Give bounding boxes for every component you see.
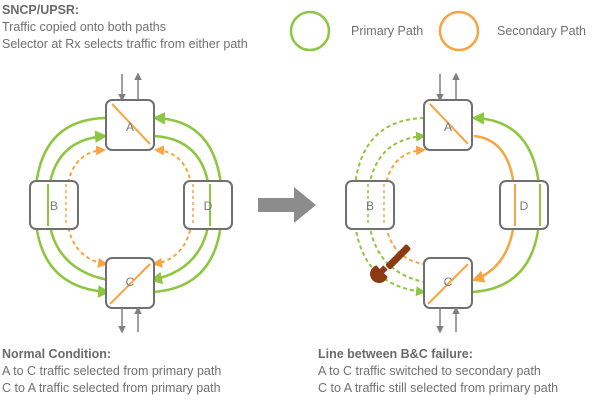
legend-secondary-label: Secondary Path (497, 24, 586, 38)
legend-secondary-swatch (438, 10, 480, 52)
right-caption-title: Line between B&C failure: (318, 347, 473, 361)
header-title: SNCP/UPSR: (2, 3, 80, 17)
left-ring: A B D C (29, 72, 233, 334)
header-line-1: Traffic copied onto both paths (2, 20, 166, 34)
left-node-b: B (29, 180, 79, 230)
left-node-d-label: D (204, 199, 213, 213)
right-node-d: D (499, 180, 549, 230)
left-caption-line-2: C to A traffic selected from primary pat… (2, 381, 221, 395)
header-line-2: Selector at Rx selects traffic from eith… (2, 37, 248, 51)
right-node-b-label: B (366, 199, 374, 213)
right-node-b: B (345, 180, 395, 230)
right-ring: A B D C (345, 72, 549, 334)
right-node-a: A (423, 72, 473, 151)
right-caption-line-2: C to A traffic still selected from prima… (318, 381, 559, 395)
left-node-d: D (183, 180, 233, 230)
right-node-d-label: D (520, 199, 529, 213)
right-node-a-label: A (444, 120, 452, 134)
right-node-c-label: C (444, 275, 453, 289)
left-node-c: C (105, 257, 155, 334)
left-node-a: A (105, 72, 155, 151)
wrench-icon (370, 244, 411, 283)
legend-primary-swatch (289, 10, 331, 52)
left-node-b-label: B (50, 199, 58, 213)
left-caption-title: Normal Condition: (2, 347, 112, 361)
arrow-right-icon (258, 187, 316, 223)
right-caption-line-1: A to C traffic switched to secondary pat… (318, 364, 541, 378)
left-node-a-label: A (126, 120, 134, 134)
legend: Primary Path Secondary Path (289, 10, 586, 52)
right-node-c: C (423, 257, 473, 334)
left-caption-line-1: A to C traffic selected from primary pat… (2, 364, 222, 378)
left-node-c-label: C (126, 275, 135, 289)
legend-primary-label: Primary Path (351, 24, 423, 38)
